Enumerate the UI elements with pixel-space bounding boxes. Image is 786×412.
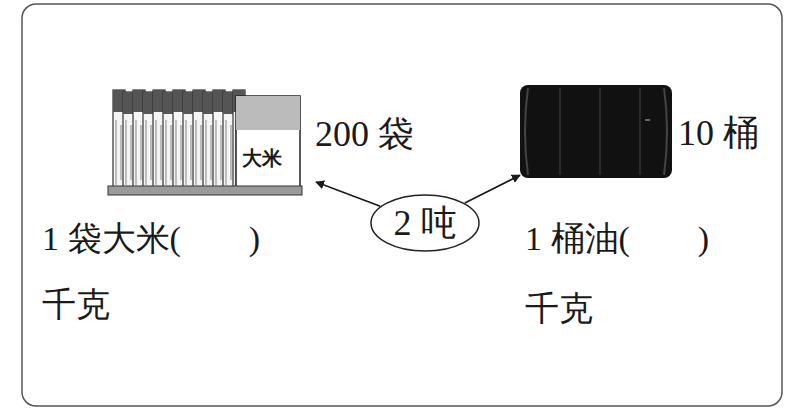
rice-bags — [108, 90, 302, 195]
quantity-label: 200 袋 — [315, 116, 414, 152]
unit-label: 千克 — [525, 292, 593, 326]
bag-fold — [176, 120, 181, 185]
bag-fold — [166, 120, 171, 185]
front-bag-band — [236, 96, 300, 130]
total-weight: 2 吨 — [394, 205, 457, 241]
oil-drum-node: 10 桶 — [520, 85, 672, 178]
question-blank: 1 桶油( ) — [525, 222, 709, 256]
front-rice-bag — [236, 96, 300, 194]
rice-node: 大米200 袋 — [108, 88, 316, 196]
bag-fold — [116, 120, 121, 185]
bag-fold — [206, 120, 211, 185]
unit-label: 千克 — [42, 288, 110, 322]
oil-drum — [520, 85, 672, 178]
bag-label: 大米 — [242, 148, 282, 168]
bag-fold — [226, 120, 231, 185]
bag-fold — [196, 120, 201, 185]
bag-fold — [146, 120, 151, 185]
bag-fold — [156, 120, 161, 185]
bag-fold — [126, 120, 131, 185]
ellipse-shape — [371, 195, 479, 251]
arrow-connector — [465, 175, 520, 203]
weight-ellipse: 2 吨 — [370, 194, 480, 252]
arrow-connector — [316, 182, 380, 206]
bag-base — [108, 186, 302, 195]
frame-border — [22, 4, 782, 406]
bag-fold — [136, 120, 141, 185]
bag-fold — [216, 120, 221, 185]
question-blank: 1 袋大米( ) — [42, 222, 260, 256]
quantity-label: 10 桶 — [678, 115, 759, 151]
bag-fold — [186, 120, 191, 185]
